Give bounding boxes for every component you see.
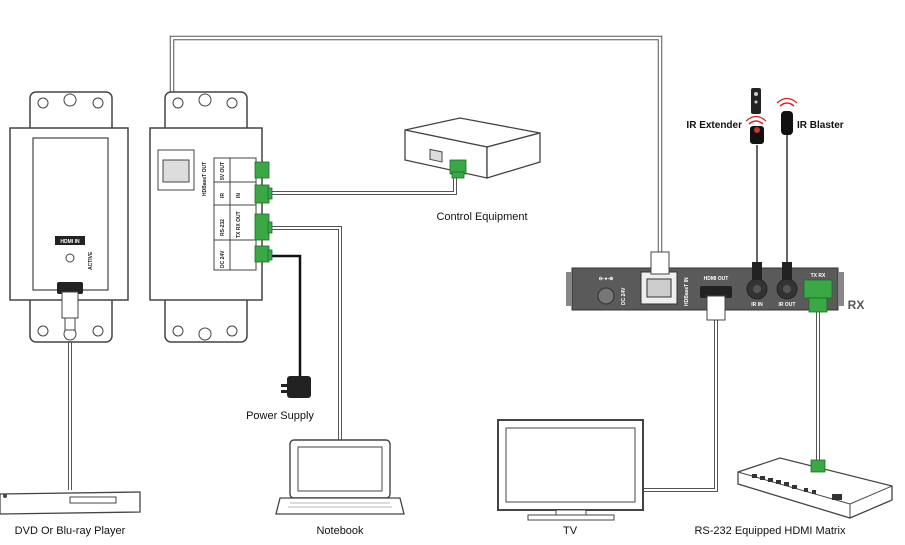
dvd-player: DVD Or Blu-ray Player [0, 491, 141, 537]
rx-hdbaset-label: HDBaseT IN [684, 277, 690, 306]
control-equipment: Control Equipment [404, 117, 541, 223]
hdmi-matrix: RS-232 Equipped HDMI Matrix [694, 457, 893, 537]
rs232-cable-notebook [270, 226, 342, 440]
ir-cable-control [270, 176, 457, 195]
hdmi-cable-tv [640, 320, 718, 492]
rx-dc-label: DC 24V [621, 287, 627, 305]
rx-hdmi-plug [706, 295, 726, 321]
rx-label: RX [848, 298, 865, 312]
control-equipment-caption: Control Equipment [436, 211, 527, 223]
rs232-cable-notebook-inner [270, 227, 341, 440]
tv-caption: TV [563, 525, 578, 537]
ir-blaster-caption: IR Blaster [797, 120, 844, 131]
dvd-caption: DVD Or Blu-ray Player [15, 525, 126, 537]
ir-in-label: IN [236, 193, 242, 198]
ir-cable-control-inner [270, 176, 456, 194]
active-led [65, 253, 75, 263]
rx-ir-in-label: IR IN [751, 302, 763, 308]
ir-extender-head [750, 126, 764, 144]
matrix-terminal [810, 459, 826, 473]
rx-dc-jack [597, 287, 615, 305]
notebook-caption: Notebook [316, 525, 364, 537]
rx-rs232-terminal [803, 279, 833, 313]
ir-extender-caption: IR Extender [686, 120, 742, 131]
notebook: Notebook [275, 439, 405, 537]
rx-tx-rx-label: TX RX [811, 273, 826, 279]
ir-blaster-signal-icon [779, 102, 795, 107]
hdbaset-tx-wallplate: HDBaseT OUT 5V OUT IR RS-232 DC 24V IN T… [149, 91, 273, 343]
rs232-label: RS-232 [220, 219, 226, 236]
rx-ir-out-label: IR OUT [779, 302, 796, 308]
hdmi-port [57, 282, 83, 294]
rx-dc-symbol: ⊖-●-⊕ [599, 276, 614, 282]
hdmi-wallplate: HDMI IN ACTIVE [9, 91, 129, 343]
control-terminal [449, 159, 467, 179]
tv: TV [497, 419, 644, 537]
hdbaset-rx-box: DC 24V ⊖-●-⊕ HDBaseT IN HDMI OUT IR IN I… [566, 251, 865, 321]
power-supply: Power Supply [246, 376, 314, 422]
tx-terminal-blocks [254, 161, 273, 263]
ir-blaster: IR Blaster [776, 97, 844, 135]
ir-extender: IR Extender [686, 88, 767, 144]
hdbaset-out-label: HDBaseT OUT [202, 162, 208, 196]
hdmi-in-label: HDMI IN [60, 239, 80, 245]
ir-5v-out-label: 5V OUT [220, 162, 226, 180]
power-supply-caption: Power Supply [246, 410, 314, 422]
ir-label: IR [220, 193, 226, 198]
ir-extender-signal-icon [748, 120, 764, 125]
hdmi-cable-tv-inner [640, 320, 717, 491]
dc-label-tx: DC 24V [220, 250, 226, 268]
rx-hdbaset-plug [650, 251, 670, 275]
rx-hdmi-out-label: HDMI OUT [704, 276, 729, 282]
ir-blaster-head [781, 111, 793, 135]
hdmi-plug-dvd [61, 291, 79, 319]
rs232-pins-label: TX RX OUT [236, 211, 242, 238]
rx-hdmi-out-port [700, 286, 732, 298]
matrix-caption: RS-232 Equipped HDMI Matrix [694, 525, 846, 537]
active-label: ACTIVE [88, 251, 94, 270]
power-cable [270, 254, 302, 378]
